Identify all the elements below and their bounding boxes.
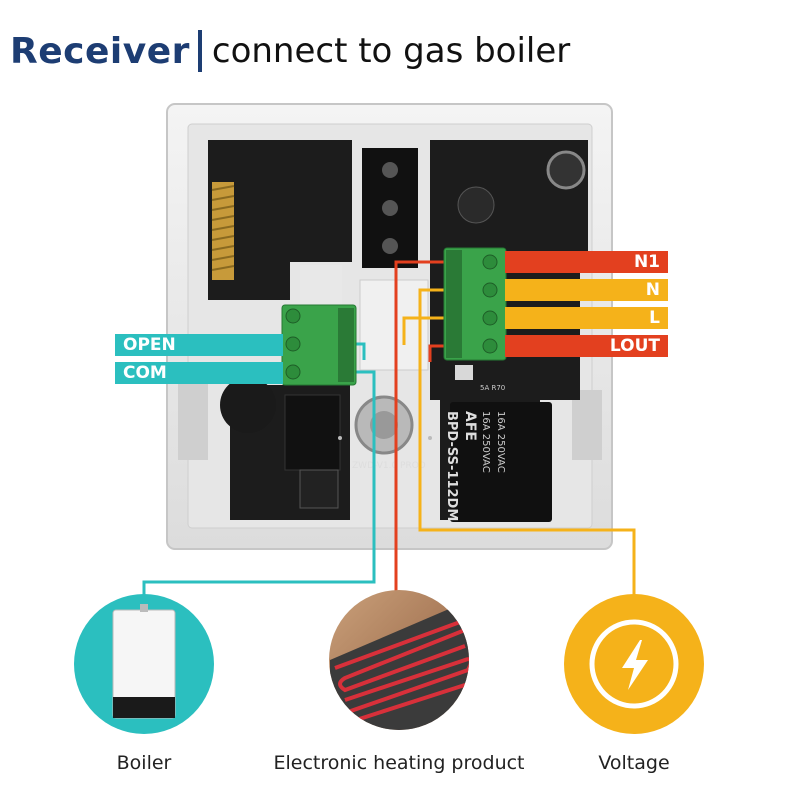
relay-rating-1: 16A 250VAC xyxy=(495,411,506,473)
title-sub: connect to gas boiler xyxy=(211,31,571,71)
floor-heating-icon xyxy=(329,590,469,730)
title: Receiver connect to gas boiler xyxy=(10,26,570,76)
label-n: N xyxy=(645,280,660,300)
relay-model: BPD-SS-112DM xyxy=(444,411,459,521)
boiler-icon xyxy=(74,594,214,734)
label-bars xyxy=(115,251,668,384)
title-separator xyxy=(197,30,202,72)
pcb-code: 5A R70 xyxy=(480,384,505,392)
wires xyxy=(142,260,636,605)
caption-boiler: Boiler xyxy=(116,752,172,774)
relay: 16A 250VAC 16A 250VAC AFE BPD-SS-112DM xyxy=(444,402,552,522)
lightning-icon xyxy=(564,594,704,734)
label-n1: N1 xyxy=(633,252,660,272)
caption-voltage: Voltage xyxy=(598,752,670,774)
label-lout: LOUT xyxy=(609,336,660,356)
label-open: OPEN xyxy=(123,335,176,355)
pcb-label: ZWD-V1.0 PROD xyxy=(352,461,426,471)
label-l: L xyxy=(649,308,660,328)
relay-brand: AFE xyxy=(462,411,478,441)
caption-heating: Electronic heating product xyxy=(273,752,525,774)
label-com: COM xyxy=(123,363,167,383)
relay-rating-2: 16A 250VAC xyxy=(480,411,491,473)
terminal-block-right xyxy=(443,247,507,361)
title-main: Receiver xyxy=(10,30,190,72)
terminal-block-left xyxy=(281,304,357,386)
